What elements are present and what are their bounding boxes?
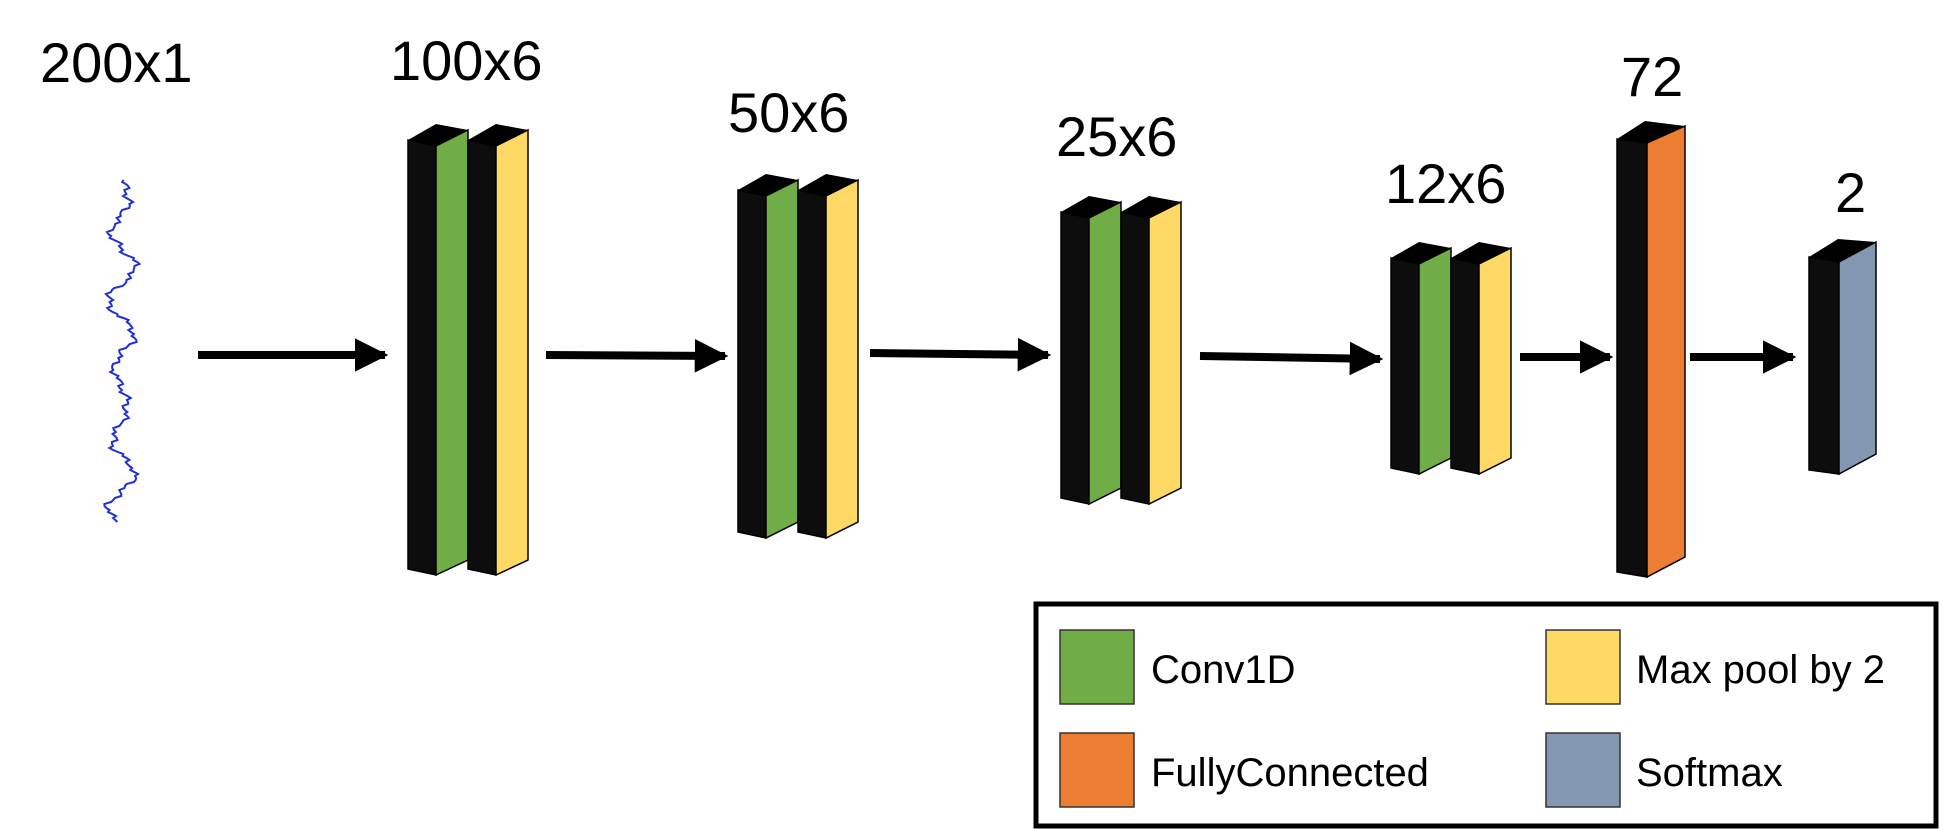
layer-100x6: 100x6 bbox=[390, 29, 543, 577]
legend-border bbox=[1033, 601, 1939, 829]
arrow-layer1-to-layer2 bbox=[545, 339, 729, 373]
legend: Conv1D Max pool by 2 FullyConnected Soft… bbox=[1033, 601, 1939, 829]
max-pool-block bbox=[467, 124, 529, 577]
layer-dimension-label: 25x6 bbox=[1056, 105, 1177, 168]
legend-label: Softmax bbox=[1636, 751, 1783, 795]
flow-arrows bbox=[198, 337, 1797, 376]
layer-dimension-label: 100x6 bbox=[390, 29, 543, 92]
layer-25x6: 25x6 bbox=[1056, 105, 1182, 506]
legend-swatch-max-pool bbox=[1545, 629, 1621, 705]
legend-label: Max pool by 2 bbox=[1636, 648, 1885, 692]
layer-dimension-label: 50x6 bbox=[728, 81, 849, 144]
conv1d-block bbox=[1060, 196, 1122, 506]
legend-item-softmax: Softmax bbox=[1545, 732, 1783, 808]
legend-swatch-softmax bbox=[1545, 732, 1621, 808]
layer-50x6: 50x6 bbox=[728, 81, 859, 540]
legend-item-conv1d: Conv1D bbox=[1059, 629, 1296, 705]
legend-item-max-pool: Max pool by 2 bbox=[1545, 629, 1885, 705]
max-pool-block bbox=[1450, 242, 1512, 476]
max-pool-block bbox=[797, 174, 859, 540]
legend-label: Conv1D bbox=[1151, 648, 1296, 692]
legend-swatch-conv1d bbox=[1059, 629, 1135, 705]
legend-swatch-fully-connected bbox=[1059, 732, 1135, 808]
layer-12x6: 12x6 bbox=[1385, 152, 1512, 476]
layer-fully-connected-72: 72 bbox=[1616, 45, 1686, 579]
layer-dimension-label: 12x6 bbox=[1385, 152, 1506, 215]
arrow-layer2-to-layer3 bbox=[869, 337, 1052, 372]
conv1d-block bbox=[737, 174, 799, 540]
conv1d-block bbox=[1390, 242, 1452, 476]
layer-dimension-label: 2 bbox=[1835, 161, 1866, 224]
input-signal bbox=[103, 179, 142, 523]
conv1d-block bbox=[407, 124, 469, 577]
legend-label: FullyConnected bbox=[1151, 751, 1429, 795]
input-dimension-label: 200x1 bbox=[40, 31, 193, 94]
input-waveform bbox=[103, 179, 142, 523]
layer-dimension-label: 72 bbox=[1621, 45, 1683, 108]
max-pool-block bbox=[1120, 196, 1182, 506]
arrow-layer3-to-layer4 bbox=[1199, 341, 1384, 376]
legend-item-fully-connected: FullyConnected bbox=[1059, 732, 1429, 808]
layer-softmax-2: 2 bbox=[1808, 161, 1877, 476]
